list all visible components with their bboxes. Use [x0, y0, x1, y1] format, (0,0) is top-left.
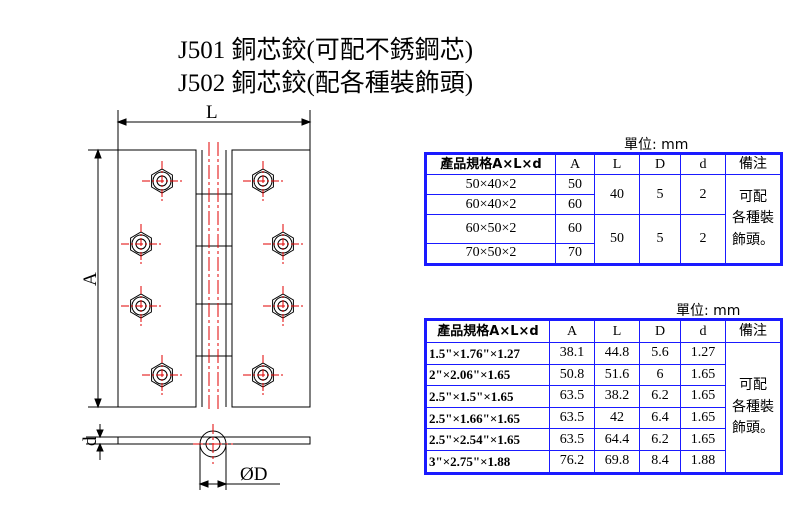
cell-d-upper: 6.4: [639, 406, 681, 430]
header-a: A: [555, 152, 595, 176]
hinge-drawing: L A: [80, 102, 312, 490]
cell-d-lower: 1.65: [680, 406, 726, 430]
header-a: A: [549, 318, 595, 344]
label-d: d: [80, 436, 101, 446]
cell-d-lower: 1.27: [680, 342, 726, 365]
header-d-lower: d: [680, 152, 726, 176]
cell-size: 70×50×2: [425, 242, 556, 266]
cell-d-lower: 1.65: [680, 385, 726, 408]
cell-l: 42: [594, 406, 640, 430]
cell-a: 63.5: [549, 385, 595, 408]
header-l: L: [594, 318, 640, 344]
cell-d-upper: 5: [639, 174, 681, 216]
screw-hole: [263, 286, 303, 326]
screw-hole: [142, 161, 182, 201]
header-d-lower: d: [680, 318, 726, 344]
cell-l: 50: [594, 214, 640, 265]
screw-hole: [243, 161, 283, 201]
cell-note: 可配 各種裝 飾頭。: [725, 342, 782, 474]
label-a: A: [80, 272, 101, 286]
cell-a: 60: [555, 214, 595, 244]
label-l: L: [206, 102, 218, 123]
cell-size: 50×40×2: [425, 174, 556, 196]
cell-d-upper: 5.6: [639, 342, 681, 365]
header-note: 備注: [725, 318, 782, 344]
cell-d-lower: 2: [680, 174, 726, 216]
cell-d-upper: 8.4: [639, 449, 681, 475]
note-text: 可配 各種裝 飾頭。: [732, 376, 774, 437]
label-od: ØD: [240, 464, 267, 485]
table-row: 70×50×2 70: [425, 242, 782, 266]
cell-a: 50.8: [549, 363, 595, 387]
dimension-a: [88, 148, 120, 409]
note-text: 可配 各種裝 飾頭。: [732, 188, 774, 249]
cell-l: 40: [594, 174, 640, 216]
cell-size: 1.5"×1.76"×1.27: [425, 342, 550, 365]
spec-table-j501: 產品規格A×L×d A L D d 備注 50×40×2 50 40 5 2 可…: [424, 152, 783, 266]
cell-l: 69.8: [594, 449, 640, 475]
screw-hole: [121, 224, 161, 264]
screw-holes: [121, 161, 303, 395]
cell-size: 2.5"×2.54"×1.65: [425, 428, 550, 451]
table-row: 60×50×2 60 50 5 2: [425, 214, 782, 265]
table-header-row: 產品規格A×L×d A L D d 備注: [425, 318, 782, 344]
cell-size: 2"×2.06"×1.65: [425, 363, 550, 387]
table-row: 50×40×2 50 40 5 2 可配 各種裝 飾頭。: [425, 174, 782, 265]
cell-l: 38.2: [594, 385, 640, 408]
cell-size: 2.5"×1.5"×1.65: [425, 385, 550, 408]
header-d-upper: D: [639, 152, 681, 176]
cell-a: 63.5: [549, 428, 595, 451]
header-size: 產品規格A×L×d: [425, 318, 550, 344]
cell-l: 44.8: [594, 342, 640, 365]
table2-unit: 單位: mm: [676, 303, 741, 319]
title-j501: J501 銅芯鉸(可配不銹鋼芯): [178, 37, 474, 64]
cell-note: 可配 各種裝 飾頭。: [725, 174, 782, 265]
cell-d-upper: 6.2: [639, 428, 681, 451]
cell-size: 2.5"×1.66"×1.65: [425, 406, 550, 430]
cell-a: 60: [555, 194, 595, 216]
title-j502: J502 銅芯鉸(配各種裝飾頭): [178, 70, 474, 97]
table1-unit: 單位: mm: [624, 137, 689, 153]
header-d-upper: D: [639, 318, 681, 344]
cell-a: 63.5: [549, 406, 595, 430]
header-note: 備注: [725, 152, 782, 176]
hinge-knuckle: [195, 150, 233, 407]
cell-l: 64.4: [594, 428, 640, 451]
cell-size: 3"×2.75"×1.88: [425, 449, 550, 475]
cell-d-upper: 5: [639, 214, 681, 265]
header-l: L: [594, 152, 640, 176]
dimension-od: [198, 444, 280, 490]
screw-hole: [243, 355, 283, 395]
cell-a: 76.2: [549, 449, 595, 475]
table-header-row: 產品規格A×L×d A L D d 備注: [425, 152, 782, 176]
cell-a: 70: [555, 242, 595, 266]
cell-d-lower: 1.88: [680, 449, 726, 475]
pin-centerline: [208, 142, 219, 412]
screw-hole: [142, 355, 182, 395]
cell-d-lower: 1.65: [680, 363, 726, 387]
screw-hole: [121, 286, 161, 326]
side-view-centerline: [193, 424, 233, 464]
screw-hole: [263, 224, 303, 264]
cell-d-upper: 6: [639, 363, 681, 387]
cell-a: 38.1: [549, 342, 595, 365]
cell-d-lower: 1.65: [680, 428, 726, 451]
dimension-l: [116, 110, 312, 150]
cell-d-lower: 2: [680, 214, 726, 265]
cell-size: 60×50×2: [425, 214, 556, 244]
cell-d-upper: 6.2: [639, 385, 681, 408]
dimension-d: [86, 424, 118, 460]
header-size: 產品規格A×L×d: [425, 152, 556, 176]
cell-l: 51.6: [594, 363, 640, 387]
cell-a: 50: [555, 174, 595, 196]
cell-size: 60×40×2: [425, 194, 556, 216]
